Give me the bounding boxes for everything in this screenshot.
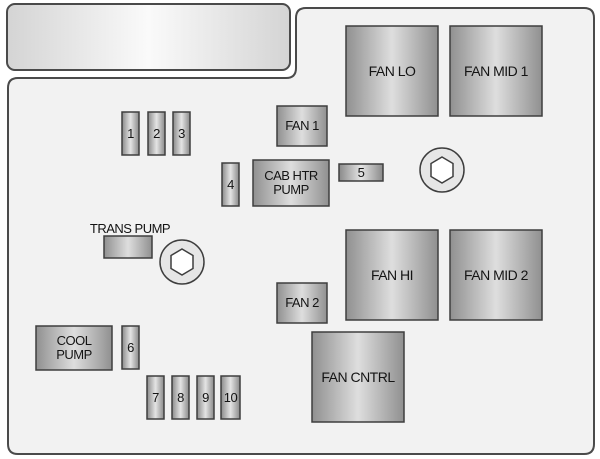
relay-fan-lo: [345, 25, 439, 117]
relay-cab-htr-pump: [252, 159, 330, 207]
fuse-5: [338, 163, 384, 182]
fuse-2: [147, 111, 166, 156]
bolt-left: [159, 239, 205, 285]
relay-fan-1: [276, 105, 328, 147]
relay-fan-2: [276, 282, 328, 324]
relay-trans-pump: [103, 235, 153, 259]
fuse-8: [171, 375, 190, 420]
relay-cool-pump: [35, 325, 113, 371]
fuse-9: [196, 375, 215, 420]
bolt-right: [419, 147, 465, 193]
relay-fan-mid-2: [449, 229, 543, 321]
fuse-4: [221, 162, 240, 207]
relay-fan-cntrl: [311, 331, 405, 423]
fuse-3: [172, 111, 191, 156]
relay-fan-mid-1: [449, 25, 543, 117]
fuse-10: [220, 375, 241, 420]
fuse-1: [121, 111, 140, 156]
relay-fan-hi: [345, 229, 439, 321]
fuse-6: [121, 325, 140, 370]
fuse-7: [146, 375, 165, 420]
fuse-block-cover: [6, 3, 291, 71]
